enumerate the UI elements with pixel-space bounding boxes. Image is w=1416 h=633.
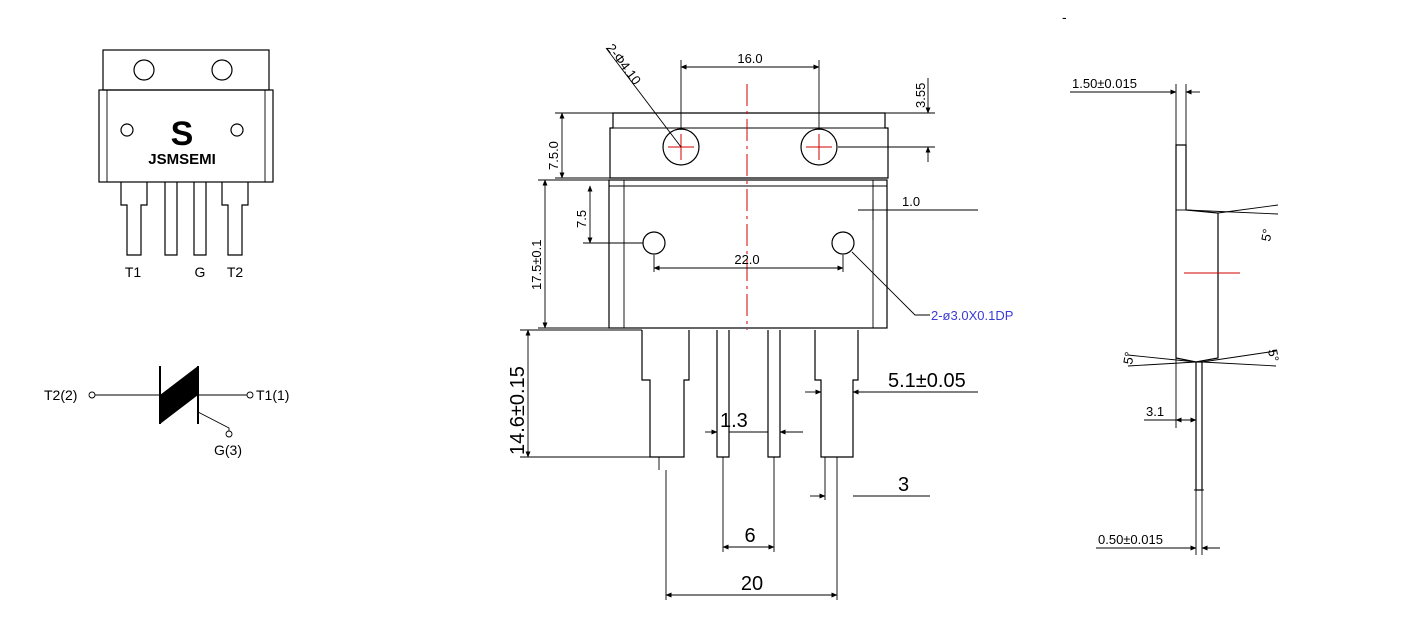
front-tab — [609, 112, 889, 179]
dim-outer-pitch: 20 — [741, 573, 763, 595]
dim-angle-left: 5° — [1120, 351, 1137, 366]
dim-top-hole-spacing: 16.0 — [737, 51, 762, 66]
stray-dash: - — [1062, 9, 1067, 25]
mount-hole-left — [642, 231, 666, 255]
side-body — [1175, 144, 1219, 363]
body-hole-right — [230, 123, 244, 137]
dim-lead-tip: 3 — [898, 474, 909, 496]
side-view: - 1.50±0.015 5° 5° 5° 3.1 — [1062, 9, 1282, 555]
dim-angle-right: 5° — [1265, 348, 1282, 363]
dim-lead-length: 14.6±0.15 — [507, 366, 529, 455]
dim-mount-hole-offset: 7.5 — [574, 210, 589, 228]
pin-label-t2: T2 — [227, 264, 244, 280]
package-body — [98, 89, 274, 183]
front-body — [608, 179, 888, 329]
front-view: 16.0 2-Φ4.10 3.55 7.5.0 17.5±0.1 7.5 1.0 — [507, 41, 1013, 600]
package-tab — [102, 49, 270, 91]
dim-angle-top: 5° — [1258, 228, 1275, 243]
dim-tab-thickness: 1.50±0.015 — [1072, 76, 1137, 91]
dim-lead-width: 5.1±0.05 — [888, 370, 966, 392]
terminal-t2-label: T2(2) — [44, 387, 77, 403]
dim-lead-thickness: 0.50±0.015 — [1098, 532, 1163, 547]
brand-text: JSMSEMI — [148, 151, 216, 168]
terminal-g-label: G(3) — [214, 442, 242, 458]
dim-edge: 1.0 — [902, 194, 920, 209]
mount-hole-right — [831, 231, 855, 255]
tab-hole-right — [211, 59, 233, 81]
pin-label-t1: T1 — [125, 264, 142, 280]
front-leads — [641, 330, 859, 470]
logo-icon: S — [171, 115, 194, 153]
dim-body-height: 17.5±0.1 — [529, 239, 544, 290]
triac-symbol: T2(2) T1(1) G(3) — [44, 366, 289, 458]
dim-tab-height: 7.5.0 — [546, 141, 561, 170]
dim-hole-note: 2-Φ4.10 — [604, 41, 644, 88]
tab-hole-left — [133, 59, 155, 81]
dim-lead-offset: 3.1 — [1146, 404, 1164, 419]
terminal-t1-label: T1(1) — [256, 387, 289, 403]
dim-pitch: 6 — [744, 525, 755, 547]
package-view: S JSMSEMI T1 G T2 — [98, 49, 274, 280]
dim-mount-hole-spacing: 22.0 — [734, 252, 759, 267]
package-leads — [120, 182, 249, 256]
side-lead — [1195, 361, 1203, 491]
pin-label-g: G — [195, 264, 206, 280]
body-hole-left — [120, 123, 134, 137]
dim-mount-hole-note: 2-ø3.0X0.1DP — [931, 308, 1013, 323]
dim-thin-lead-width: 1.3 — [720, 410, 748, 432]
dim-hole-offset: 3.55 — [913, 83, 928, 108]
